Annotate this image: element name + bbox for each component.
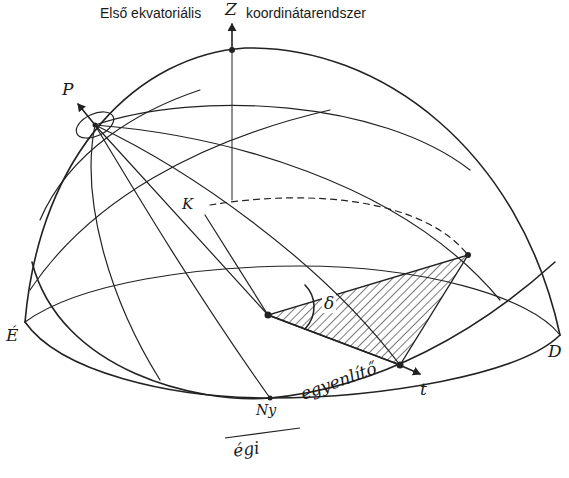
cardinal-label: É [6,326,18,345]
pole-label: P [62,80,73,99]
title-part: koordinátarendszer [246,6,366,21]
cardinal-label: Ny [256,403,276,418]
title-part: Első ekvatoriális [100,6,201,21]
curve-label: egyenlítő [298,359,379,404]
axis-label: Z [225,0,237,19]
cardinal-label: D [548,342,562,361]
point-label: K [180,196,195,213]
angle-label: δ [322,294,336,313]
angle-label: t [420,380,427,399]
curve-label: égi [232,438,261,460]
